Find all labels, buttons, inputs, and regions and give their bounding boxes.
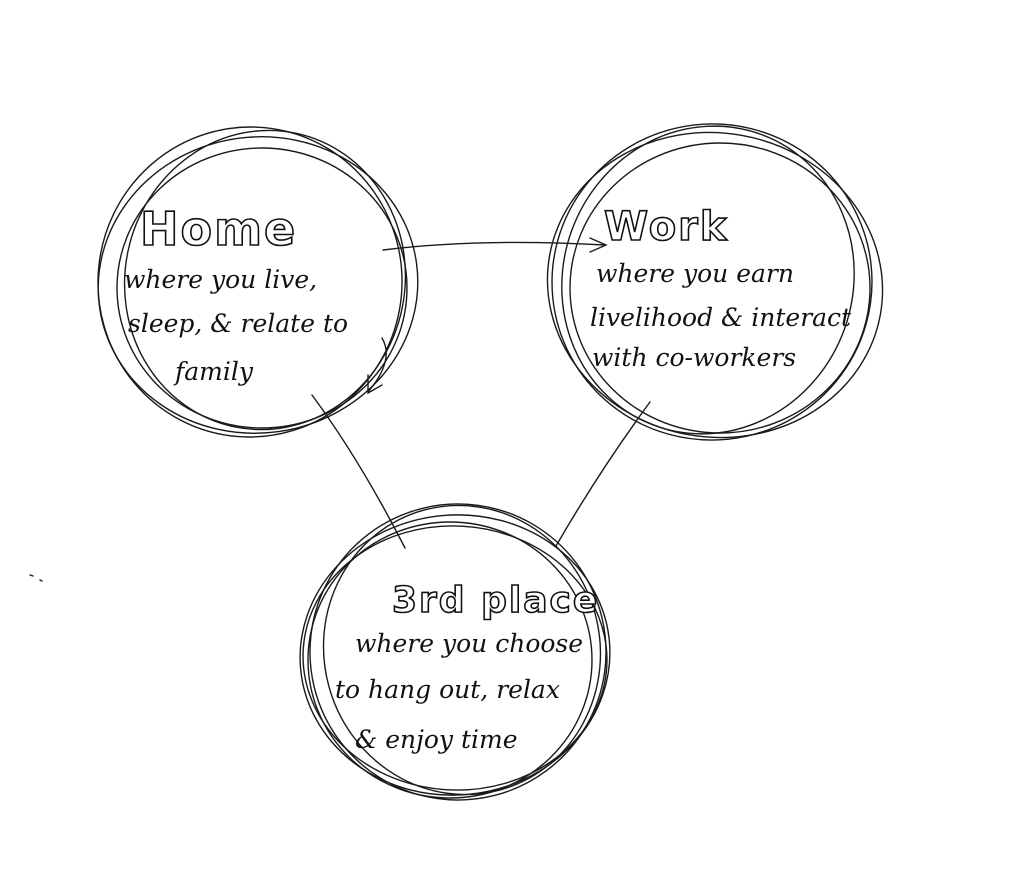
work-line-2: livelihood & interact: [590, 303, 852, 332]
home-line-3: family: [173, 357, 254, 386]
stray-marks: [29, 574, 43, 582]
work-line-3: with co-workers: [592, 343, 796, 372]
third-line-2: to hang out, relax: [335, 675, 560, 704]
work-title: Work: [604, 204, 729, 250]
third-line-3: & enjoy time: [355, 725, 518, 754]
third-line-1: where you choose: [355, 629, 583, 658]
home-circle: [97, 126, 419, 438]
third-place-circle: [299, 503, 611, 801]
work-circle: [546, 123, 884, 441]
edge-work-third: [555, 401, 651, 547]
work-line-1: where you earn: [596, 259, 794, 288]
edge-home-third: [311, 394, 406, 549]
edge-home-loop: [367, 337, 387, 395]
third-place-title: 3rd place: [392, 580, 599, 621]
home-line-1: where you live,: [124, 265, 317, 294]
home-line-2: sleep, & relate to: [128, 309, 348, 338]
home-title: Home: [140, 202, 297, 256]
edge-home-work: [382, 237, 608, 253]
